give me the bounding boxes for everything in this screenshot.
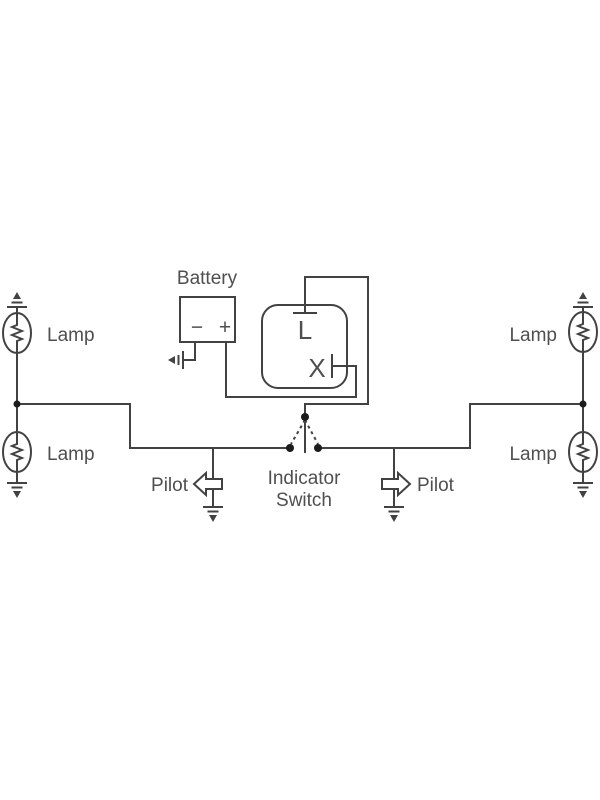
ground-icon-left-bottom xyxy=(6,482,28,499)
indicator-switch-label-line1: Indicator xyxy=(268,468,342,489)
flasher-unit-box xyxy=(261,304,348,389)
indicator-switch-label-line2: Switch xyxy=(276,490,332,511)
pilot-label-left: Pilot xyxy=(151,475,189,496)
junction-dot-left xyxy=(13,400,21,408)
lamp-label-right-bottom: Lamp xyxy=(509,444,557,465)
wire-l-to-switch xyxy=(304,276,369,414)
battery-ground-icon xyxy=(167,350,184,370)
lamp-icon-right-bottom xyxy=(568,431,598,473)
junction-dot-right xyxy=(579,400,587,408)
lamp-label-right-top: Lamp xyxy=(509,325,557,346)
switch-dashed-left xyxy=(290,419,306,445)
switch-left-contact-dot xyxy=(286,444,294,452)
lamp-label-left-top: Lamp xyxy=(47,325,95,346)
lamp-icon-left-top xyxy=(2,312,32,354)
pilot-arrow-left-icon xyxy=(193,472,223,496)
ground-icon-right-top xyxy=(572,291,594,308)
wire-battery-negative xyxy=(183,342,196,361)
terminal-x-label: X xyxy=(308,353,325,383)
lamp-icon-right-top xyxy=(568,311,598,353)
lamp-icon-left-bottom xyxy=(2,431,32,473)
ground-icon-pilot-left xyxy=(202,506,224,523)
ground-icon-left-top xyxy=(6,291,28,308)
battery-negative-sign: − xyxy=(191,316,203,339)
switch-dashed-right xyxy=(304,419,319,445)
ground-icon-right-bottom xyxy=(572,482,594,499)
pilot-label-right: Pilot xyxy=(417,475,455,496)
wire-right-bus xyxy=(320,403,583,449)
battery-box xyxy=(179,296,236,343)
lamp-label-left-bottom: Lamp xyxy=(47,444,95,465)
ground-icon-pilot-right xyxy=(383,506,405,523)
battery-positive-sign: + xyxy=(219,316,231,339)
terminal-l-label: L xyxy=(298,315,312,345)
battery-label: Battery xyxy=(177,268,238,289)
switch-right-contact-dot xyxy=(314,444,322,452)
wire-left-bus xyxy=(17,403,290,449)
switch-common-dot xyxy=(301,413,309,421)
pilot-arrow-right-icon xyxy=(381,472,411,496)
